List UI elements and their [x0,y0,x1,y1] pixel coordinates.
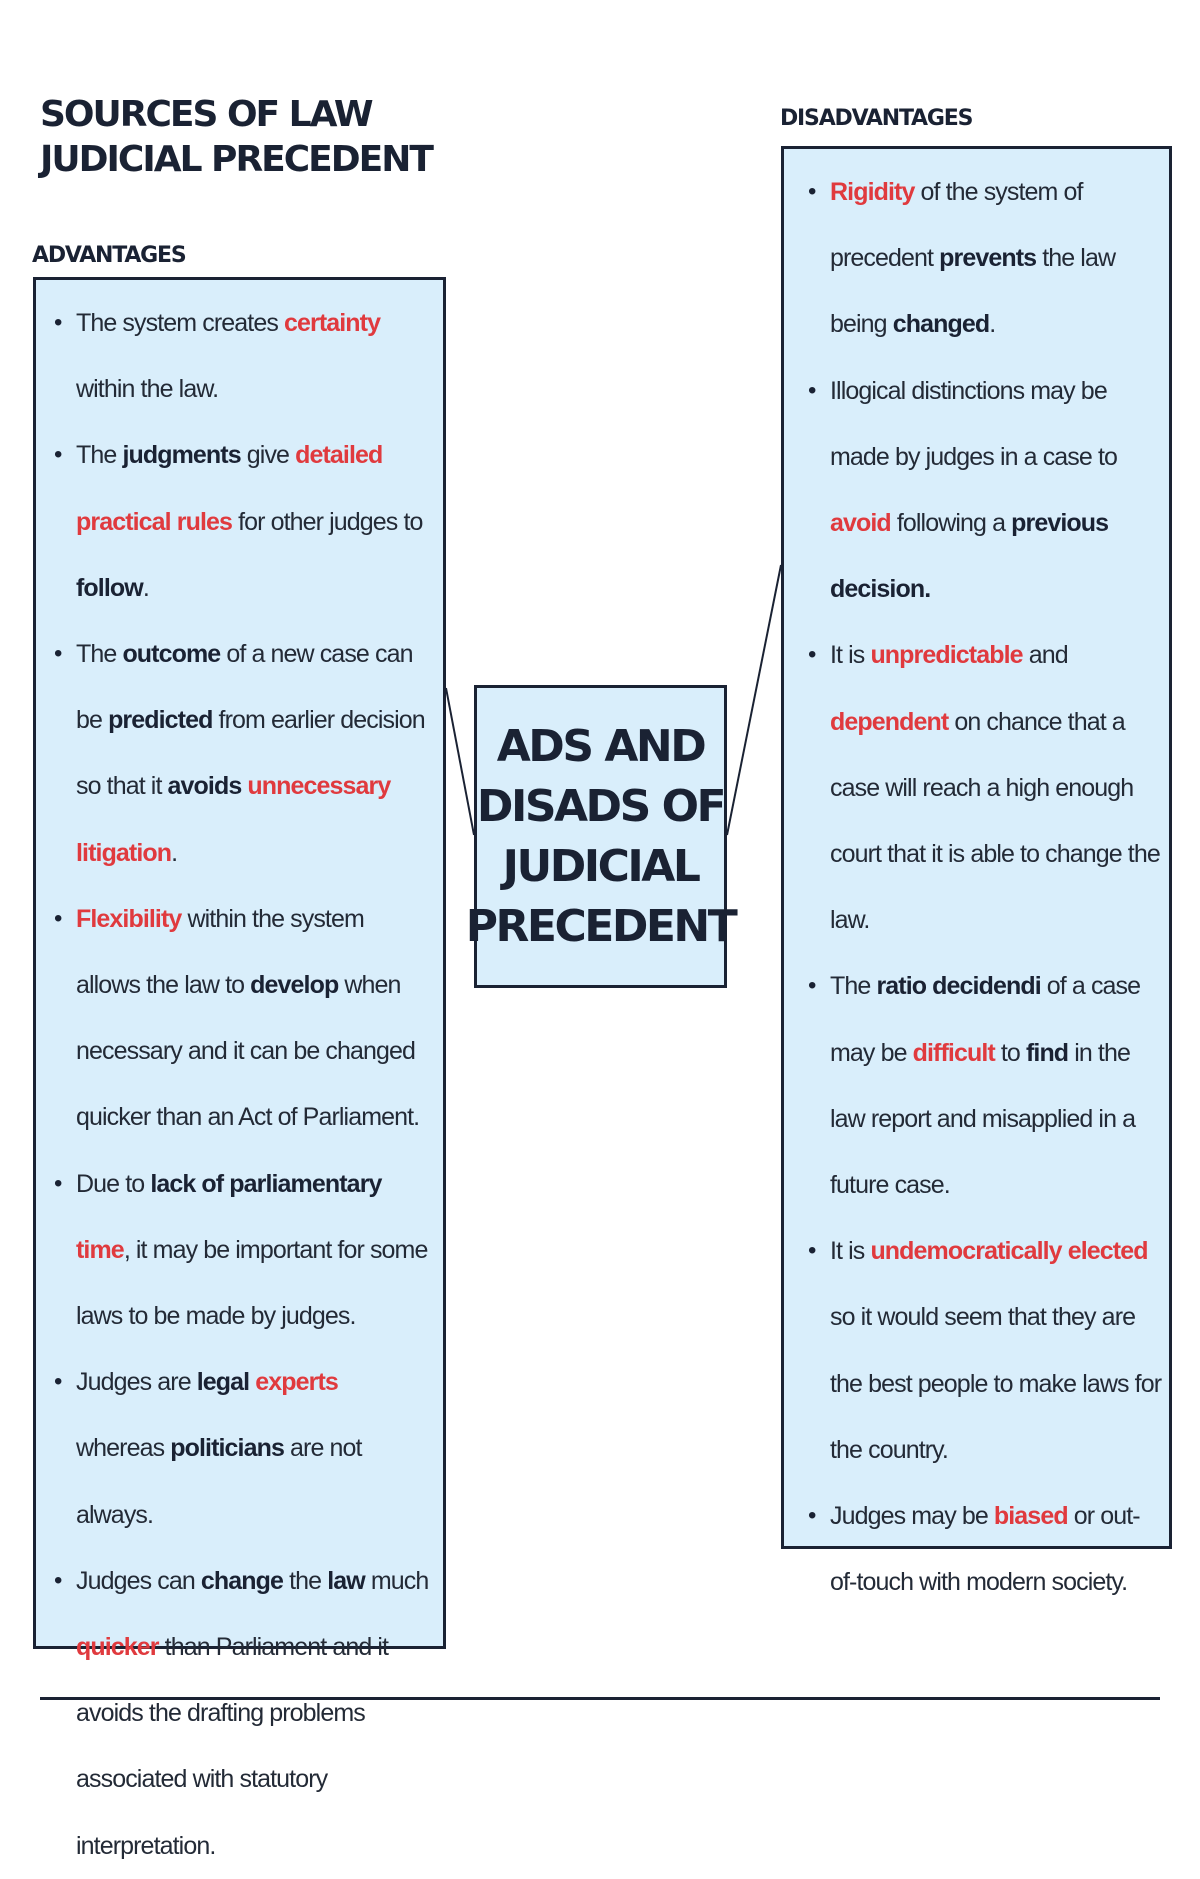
body-text: Judges can [76,1566,201,1595]
body-text: or out-of-touch with modern society. [830,1502,1141,1597]
disadvantage-item: It is undemocratically elected so it wou… [808,1218,1163,1483]
body-text: are not always. [76,1434,362,1529]
title-line-2: JUDICIAL PRECEDENT [40,139,434,180]
body-text: Illogical distinctions may be made by ju… [830,376,1118,471]
body-text: It is [830,641,871,670]
highlight-red-text: certainty [283,309,381,337]
advantages-box: The system creates certainty within the … [33,277,446,1860]
highlight-red-text: Flexibility [76,904,182,933]
bold-text: changed [892,310,990,339]
bold-text: legal [196,1368,250,1397]
bold-text: change [200,1566,284,1595]
body-text: within the law. [76,375,219,404]
highlight-red-text: unpredictable [870,641,1023,670]
body-text: Judges are [76,1368,197,1397]
advantage-item: The system creates certainty within the … [54,290,431,422]
body-text: give [240,441,296,470]
body-text: The system creates [76,309,284,337]
bottom-divider [40,1697,1160,1700]
body-text: Judges may be [830,1502,994,1531]
bold-text: judgments [122,441,241,470]
body-text: of a case may be [830,972,1141,1067]
center-topic-title: ADS AND DISADS OF JUDICIAL PRECEDENT [465,720,738,952]
body-text: from earlier decision so that it [76,706,426,801]
bold-text: predicted [108,706,213,735]
bold-text: lack of parliamentary [150,1169,382,1198]
advantage-item: The outcome of a new case can be predict… [54,621,431,886]
body-text: The [76,640,123,669]
highlight-red-text: Rigidity [830,178,915,206]
advantage-item: Flexibility within the system allows the… [54,886,431,1151]
body-text: in the law report and misapplied in a fu… [830,1038,1136,1200]
body-text: the [283,1566,328,1595]
body-text: so it would seem that they are the best … [830,1303,1162,1464]
bold-text: law [327,1566,366,1595]
highlight-red-text: difficult [912,1038,996,1067]
body-text: much [364,1566,429,1595]
body-text: within the system allows the law to [76,904,365,1000]
title-line-1: SOURCES OF LAW [40,94,374,135]
highlight-red-text: detailed practical rules [76,441,383,536]
disadvantage-item: It is unpredictable and dependent on cha… [808,622,1163,953]
body-text: . [142,573,150,602]
bold-text: ratio decidendi [876,972,1041,1001]
advantage-item: The judgments give detailed practical ru… [54,422,431,621]
body-text: whereas [76,1434,171,1463]
body-text: following a [890,509,1012,538]
highlight-red-text: unnecessary litigation [76,772,391,867]
disadvantages-list: Rigidity of the system of precedent prev… [784,149,1169,1615]
advantages-heading: ADVANTAGES [32,243,187,268]
highlight-red-text: biased [993,1502,1069,1531]
bold-text: outcome [122,640,221,669]
body-text: The [830,972,877,1001]
bold-text: find [1025,1038,1069,1067]
page-title: SOURCES OF LAW JUDICIAL PRECEDENT [40,92,434,182]
body-text: for other judges to [232,507,423,536]
highlight-red-text: quicker [76,1633,160,1662]
body-text: of the system of precedent [830,178,1083,273]
body-text: the law being [830,244,1116,339]
highlight-red-text: undemocratically elected [870,1237,1148,1266]
body-text: , it may be important for some laws to b… [76,1235,428,1331]
body-text: on chance that a case will reach a high … [830,707,1161,935]
body-text: and [1022,641,1069,670]
body-text: The [76,441,123,470]
disadvantage-item: Illogical distinctions may be made by ju… [808,358,1163,623]
bold-text: previous decision. [830,509,1109,604]
body-text: when necessary and it can be changed qui… [76,971,420,1132]
highlight-red-text: time [76,1235,125,1264]
bold-text: politicians [170,1434,285,1463]
body-text: to [994,1038,1026,1067]
disadvantage-item: The ratio decidendi of a case may be dif… [808,953,1163,1218]
advantage-item: Judges are legal experts whereas politic… [54,1349,431,1548]
center-topic-box: ADS AND DISADS OF JUDICIAL PRECEDENT [466,685,738,988]
body-text: . [171,838,178,867]
body-text: . [989,310,996,339]
body-text: of a new case can be [76,640,413,735]
bold-text: prevents [939,244,1037,273]
body-text: Due to [76,1169,151,1198]
disadvantages-heading: DISADVANTAGES [780,106,973,131]
highlight-red-text: experts [255,1368,339,1397]
advantage-item: Judges can change the law much quicker t… [54,1548,431,1879]
advantages-list: The system creates certainty within the … [36,280,443,1879]
highlight-red-text: avoid [830,509,892,538]
highlight-red-text: dependent [830,707,949,736]
disadvantages-box: Rigidity of the system of precedent prev… [781,146,1172,1596]
bold-text: follow [76,573,144,602]
bold-text: avoids [167,772,243,801]
bold-text: develop [250,971,339,1000]
body-text: than Parliament and it avoids the drafti… [76,1633,389,1860]
advantage-item: Due to lack of parliamentary time, it ma… [54,1151,431,1350]
body-text: It is [830,1237,871,1266]
disadvantage-item: Judges may be biased or out-of-touch wit… [808,1483,1163,1615]
disadvantage-item: Rigidity of the system of precedent prev… [808,159,1163,358]
